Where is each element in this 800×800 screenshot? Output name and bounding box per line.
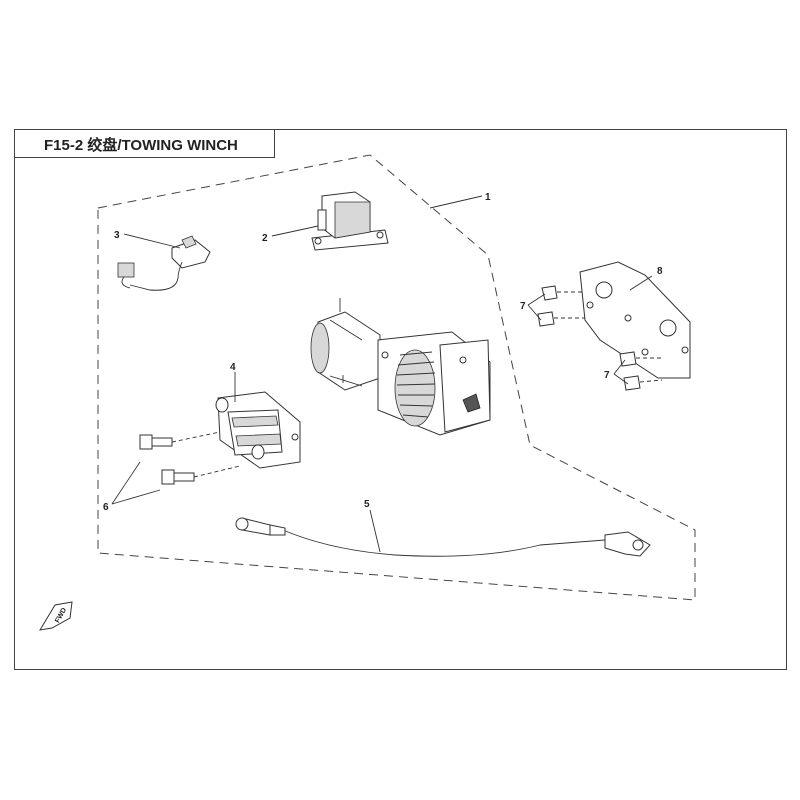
callout-1: 1: [485, 192, 491, 203]
callout-8: 8: [657, 266, 663, 277]
callout-3: 3: [114, 230, 120, 241]
mounting-bolts-lower[interactable]: [619, 351, 663, 391]
page-title: F15-2 绞盘/TOWING WINCH: [44, 137, 238, 154]
drawing-frame: [14, 129, 787, 670]
relay-contactor[interactable]: [311, 191, 389, 251]
fwd-arrow-icon: FWD: [39, 601, 73, 631]
mounting-bolts-upper[interactable]: [537, 285, 585, 327]
wiring-plug[interactable]: [117, 235, 211, 291]
fairlead-bolt-lower[interactable]: [161, 465, 241, 485]
callout-4: 4: [230, 362, 236, 373]
battery-cable[interactable]: [235, 517, 651, 557]
callout-7-upper: 7: [520, 301, 526, 312]
assembly-boundary: [97, 154, 696, 601]
callout-6: 6: [103, 502, 109, 513]
winch-assembly[interactable]: [310, 298, 491, 436]
callout-2: 2: [262, 233, 268, 244]
callout-5: 5: [364, 499, 370, 510]
fairlead-bolt-upper[interactable]: [139, 431, 221, 450]
roller-fairlead[interactable]: [215, 391, 301, 469]
title-box: [14, 129, 275, 158]
callout-7-lower: 7: [604, 370, 610, 381]
mounting-plate[interactable]: [579, 261, 691, 379]
